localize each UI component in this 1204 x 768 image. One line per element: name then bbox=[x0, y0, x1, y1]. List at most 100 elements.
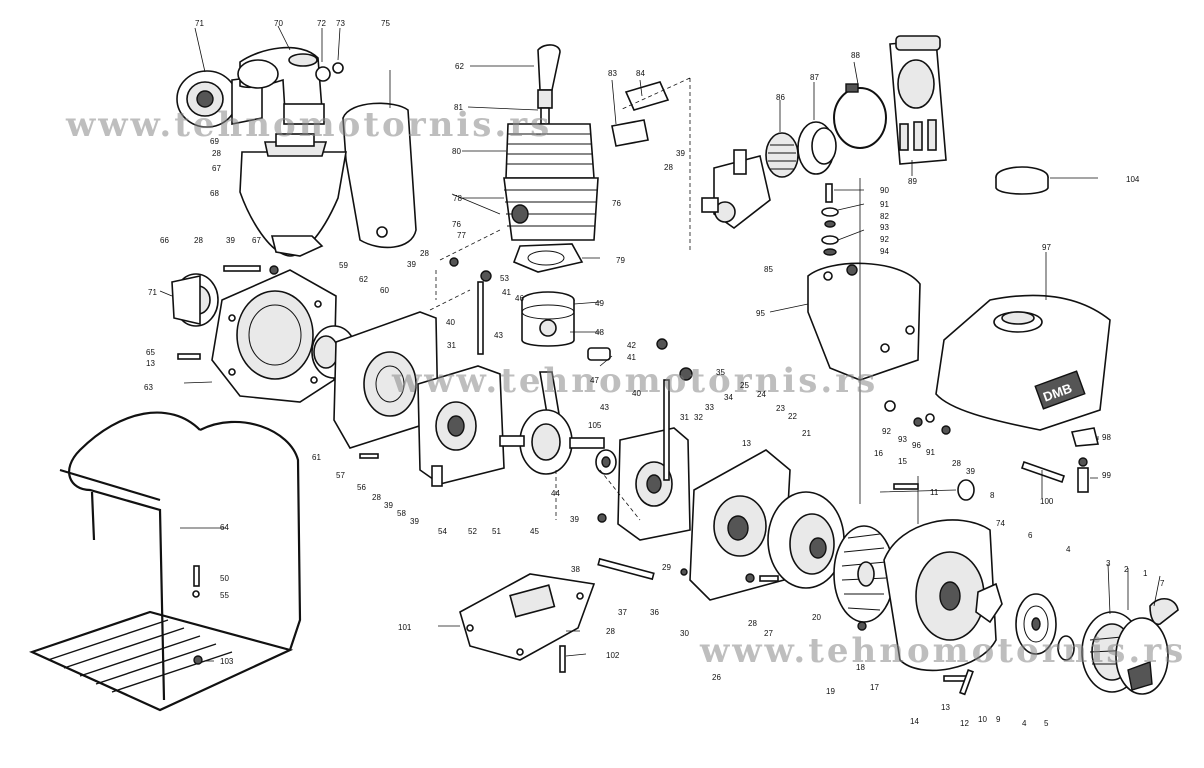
wrist-pin bbox=[587, 347, 611, 361]
watermark-middle: www.tehnomotornis.rs bbox=[391, 361, 878, 401]
callout-21: 21 bbox=[802, 429, 811, 438]
callout-8: 8 bbox=[990, 491, 995, 500]
callout-11: 11 bbox=[930, 488, 939, 497]
callout-91a: 91 bbox=[880, 200, 889, 209]
callout-7: 7 bbox=[1160, 579, 1165, 588]
air-box bbox=[889, 35, 947, 165]
callout-99: 99 bbox=[1102, 471, 1111, 480]
callout-93b: 93 bbox=[898, 435, 907, 444]
callout-34: 34 bbox=[724, 393, 733, 402]
callout-55: 55 bbox=[220, 591, 229, 600]
crankcase-half-left bbox=[417, 365, 505, 485]
callout-69: 69 bbox=[210, 137, 219, 146]
callout-3: 3 bbox=[1106, 559, 1111, 568]
callout-68: 68 bbox=[210, 189, 219, 198]
callout-62b: 62 bbox=[359, 275, 368, 284]
leader-lines bbox=[159, 25, 1161, 662]
callout-102: 102 bbox=[606, 651, 620, 660]
callout-28h: 28 bbox=[606, 627, 615, 636]
fuel-tap bbox=[1077, 457, 1089, 493]
callout-56: 56 bbox=[357, 483, 366, 492]
callout-96: 96 bbox=[912, 441, 921, 450]
callout-28d: 28 bbox=[420, 249, 429, 258]
callout-61: 61 bbox=[312, 453, 321, 462]
callout-104: 104 bbox=[1126, 175, 1140, 184]
callout-52: 52 bbox=[468, 527, 477, 536]
callout-29: 29 bbox=[662, 563, 671, 572]
callout-77: 77 bbox=[457, 231, 466, 240]
callout-25: 25 bbox=[740, 381, 749, 390]
callout-28e: 28 bbox=[952, 459, 961, 468]
cylinder-gasket bbox=[512, 243, 584, 273]
callout-49: 49 bbox=[595, 299, 604, 308]
callout-53: 53 bbox=[500, 274, 509, 283]
crankshaft bbox=[499, 371, 605, 475]
callout-9: 9 bbox=[996, 715, 1001, 724]
callout-92a: 92 bbox=[880, 235, 889, 244]
callout-28g: 28 bbox=[748, 619, 757, 628]
filter-housing-funnel bbox=[239, 133, 347, 257]
callout-6: 6 bbox=[1028, 531, 1033, 540]
callout-97: 97 bbox=[1042, 243, 1051, 252]
callout-40b: 40 bbox=[632, 389, 641, 398]
callout-64: 64 bbox=[220, 523, 229, 532]
callout-18: 18 bbox=[856, 663, 865, 672]
side-cover bbox=[342, 102, 417, 249]
callout-66: 66 bbox=[160, 236, 169, 245]
air-filter-cap-left bbox=[171, 273, 219, 327]
starter-washer bbox=[1057, 635, 1075, 661]
cylinder bbox=[503, 177, 599, 241]
callout-91b: 91 bbox=[926, 448, 935, 457]
callout-71b: 71 bbox=[148, 288, 157, 297]
callout-2: 2 bbox=[1124, 565, 1129, 574]
callout-26: 26 bbox=[712, 673, 721, 682]
callout-20: 20 bbox=[812, 613, 821, 622]
callout-39c: 39 bbox=[407, 260, 416, 269]
watermark-bottom: www.tehnomotornis.rs bbox=[699, 631, 1186, 671]
fuel-fitting bbox=[1070, 427, 1100, 447]
callout-85: 85 bbox=[764, 265, 773, 274]
callout-39f: 39 bbox=[410, 517, 419, 526]
callout-17: 17 bbox=[870, 683, 879, 692]
callout-87: 87 bbox=[810, 73, 819, 82]
starter-cover bbox=[1115, 617, 1169, 695]
callout-13a: 13 bbox=[146, 359, 155, 368]
intake-elbow bbox=[237, 46, 344, 125]
callout-62a: 62 bbox=[455, 62, 464, 71]
flywheel bbox=[767, 491, 845, 589]
callout-44: 44 bbox=[551, 489, 560, 498]
starter-housing bbox=[883, 519, 997, 672]
watermarks: www.tehnomotornis.rs www.tehnomotornis.r… bbox=[65, 105, 1186, 671]
callout-37: 37 bbox=[618, 608, 627, 617]
callout-60: 60 bbox=[380, 286, 389, 295]
callout-42: 42 bbox=[627, 341, 636, 350]
spark-plug bbox=[537, 44, 561, 125]
callout-95: 95 bbox=[756, 309, 765, 318]
callout-13c: 13 bbox=[941, 703, 950, 712]
callout-39g: 39 bbox=[570, 515, 579, 524]
callout-13b: 13 bbox=[742, 439, 751, 448]
callout-35: 35 bbox=[716, 368, 725, 377]
callout-70: 70 bbox=[274, 19, 283, 28]
starter-spring bbox=[1015, 593, 1057, 655]
assembly-guides bbox=[429, 77, 691, 521]
callout-41a: 41 bbox=[502, 288, 511, 297]
main-bearing bbox=[595, 449, 617, 475]
callout-4b: 4 bbox=[1022, 719, 1027, 728]
callout-32: 32 bbox=[694, 413, 703, 422]
callout-67a: 67 bbox=[212, 164, 221, 173]
callout-103: 103 bbox=[220, 657, 234, 666]
callout-22: 22 bbox=[788, 412, 797, 421]
callout-84: 84 bbox=[636, 69, 645, 78]
callout-5: 5 bbox=[1044, 719, 1049, 728]
callout-105: 105 bbox=[588, 421, 602, 430]
callout-36: 36 bbox=[650, 608, 659, 617]
callout-1: 1 bbox=[1143, 569, 1148, 578]
callout-94: 94 bbox=[880, 247, 889, 256]
filter-screen bbox=[765, 132, 799, 178]
callout-93a: 93 bbox=[880, 223, 889, 232]
fuel-tank: DMB bbox=[935, 294, 1111, 431]
callout-48: 48 bbox=[595, 328, 604, 337]
fastener-stack bbox=[821, 183, 839, 256]
callout-46: 46 bbox=[515, 294, 524, 303]
